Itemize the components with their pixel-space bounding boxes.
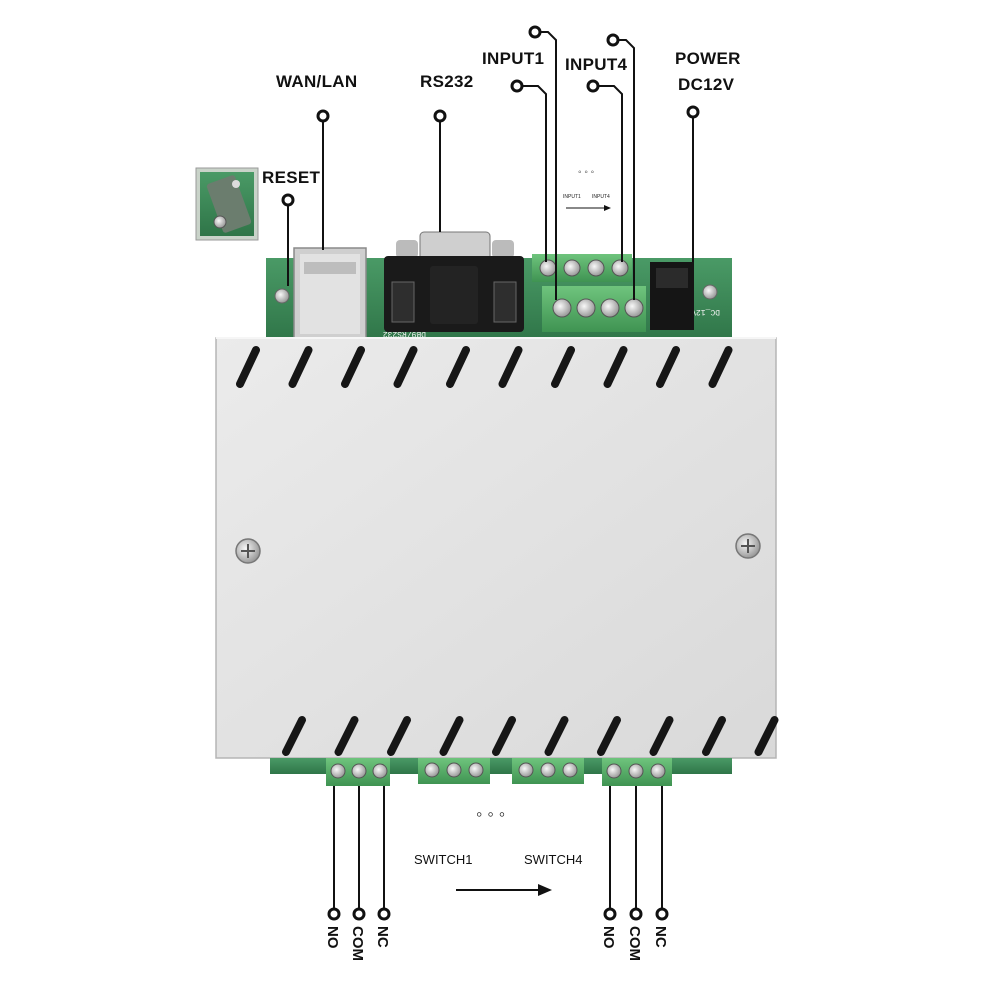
svg-text:DB9/RS232: DB9/RS232 [383, 329, 426, 338]
vent-slot [446, 346, 470, 388]
vent-slot [334, 716, 359, 756]
input1-label: INPUT1 [482, 49, 544, 68]
rj45-port [293, 247, 367, 341]
switch4-no-dot [603, 907, 617, 921]
input4-upper-callout-dot [606, 33, 620, 47]
board-input4-label: INPUT4 [592, 194, 610, 200]
dc-power-jack [650, 262, 694, 330]
switch4-com-label: COM [626, 926, 643, 961]
vent-slot [236, 346, 260, 388]
vent-slot [387, 716, 411, 756]
vent-slot [754, 716, 779, 756]
vent-slot [544, 716, 569, 756]
db9-connector [384, 231, 524, 332]
input1-upper-callout-dot [528, 25, 542, 39]
switch1-com-label: COM [349, 926, 366, 961]
callouts-top [287, 31, 694, 300]
switch-direction-arrow [456, 884, 552, 896]
case-screw-left [235, 538, 261, 564]
input4-lower-callout-dot [586, 79, 600, 93]
rs232-label: RS232 [420, 72, 473, 91]
ellipsis-top: ◦ ◦ ◦ [578, 167, 594, 178]
input-terminal-block-lower [542, 286, 646, 332]
top-vent-slots [236, 346, 733, 388]
switch1-nc-dot [377, 907, 391, 921]
switch4-no-label: NO [600, 926, 617, 949]
vent-slot [393, 346, 418, 388]
relay-terminal-block-4 [602, 758, 672, 786]
board-dc-label: DC_12V [691, 307, 720, 316]
board-input1-label: INPUT1 [563, 194, 581, 200]
rs232-callout-dot [433, 109, 447, 123]
vent-slot [708, 346, 733, 388]
switch1-no-dot [327, 907, 341, 921]
reset-callout-dot [281, 193, 295, 207]
ellipsis-bottom: ◦ ◦ ◦ [476, 804, 505, 824]
vent-slot [288, 346, 313, 388]
switch4-label: SWITCH4 [524, 852, 583, 867]
switch1-no-label: NO [324, 926, 341, 949]
callout-endpoints-top [281, 25, 700, 207]
vent-slot [649, 716, 674, 756]
relay-terminal-block-1 [326, 758, 390, 786]
vent-slot [439, 716, 464, 756]
relay-terminal-block-3 [512, 758, 584, 784]
callout-endpoints-bottom [327, 907, 669, 921]
vent-slot [341, 346, 365, 388]
switch4-com-dot [629, 907, 643, 921]
vent-slot [498, 346, 523, 388]
switch1-nc-label: NC [374, 926, 391, 948]
input1-lower-callout-dot [510, 79, 524, 93]
case-screw-right [735, 533, 761, 559]
bottom-vent-slots [282, 716, 779, 756]
input-terminal-block-upper [532, 254, 632, 282]
switch4-nc-dot [655, 907, 669, 921]
switch1-label: SWITCH1 [414, 852, 473, 867]
wan-lan-label: WAN/LAN [276, 72, 357, 91]
vent-slot [597, 716, 621, 756]
vent-slot [702, 716, 726, 756]
metal-enclosure [215, 337, 777, 759]
reset-label: RESET [262, 168, 320, 187]
power-callout-dot [686, 105, 700, 119]
relay-terminal-block-2 [418, 758, 490, 784]
power-label: POWER [675, 49, 741, 68]
vent-slot [656, 346, 680, 388]
switch1-com-dot [352, 907, 366, 921]
vent-slot [603, 346, 628, 388]
dc12v-label: DC12V [678, 75, 735, 94]
wan-lan-callout-dot [316, 109, 330, 123]
vent-slot [551, 346, 575, 388]
reset-inset-photo [195, 167, 259, 241]
board-inset-input-legend: ◦ ◦ ◦ INPUT1 INPUT4 [563, 167, 611, 211]
switch4-nc-label: NC [652, 926, 669, 948]
callouts-bottom [333, 786, 663, 908]
input4-label: INPUT4 [565, 55, 627, 74]
vent-slot [492, 716, 516, 756]
vent-slot [282, 716, 306, 756]
